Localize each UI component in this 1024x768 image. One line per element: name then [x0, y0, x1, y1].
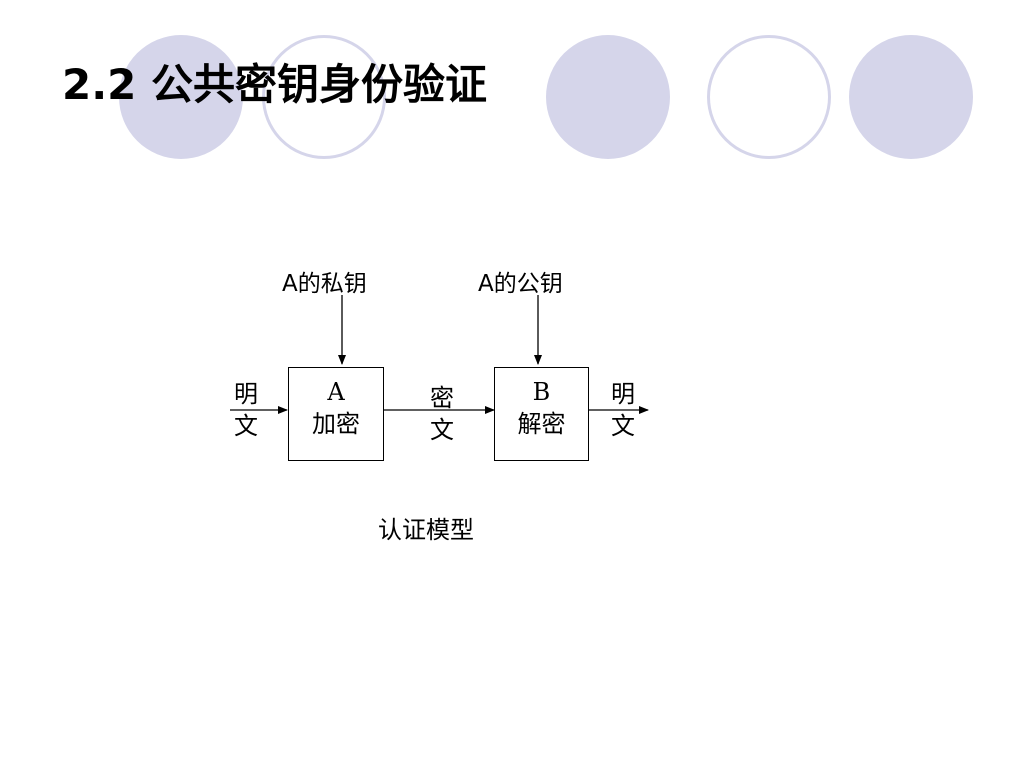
- plaintext-out-char-2: 文: [611, 412, 635, 441]
- decor-circle-4: [707, 35, 831, 159]
- plaintext-out-char-1: 明: [611, 380, 635, 408]
- decrypt-box-action: 解密: [517, 410, 566, 439]
- decrypt-box-party: B: [532, 378, 551, 406]
- decor-circle-3: [546, 35, 670, 159]
- encrypt-box: A 加密: [288, 367, 384, 461]
- encrypt-box-action: 加密: [312, 410, 360, 439]
- decor-circle-5: [849, 35, 973, 159]
- encrypt-box-party: A: [327, 378, 345, 406]
- decrypt-box: B 解密: [494, 367, 589, 461]
- ciphertext-label: 密 文: [424, 382, 460, 447]
- decor-circle-1: [119, 35, 243, 159]
- plaintext-in-label: 明 文: [228, 378, 264, 443]
- slide-title: 2.2 公共密钥身份验证: [62, 60, 488, 109]
- decor-circle-2: [262, 35, 386, 159]
- public-key-label: A的公钥: [478, 271, 563, 297]
- ciphertext-char-2: 文: [430, 416, 454, 445]
- plaintext-in-char-2: 文: [234, 412, 258, 441]
- plaintext-out-label: 明 文: [605, 378, 641, 443]
- private-key-label: A的私钥: [282, 271, 367, 297]
- ciphertext-char-1: 密: [430, 384, 454, 412]
- diagram-caption: 认证模型: [378, 516, 474, 544]
- plaintext-in-char-1: 明: [234, 380, 258, 408]
